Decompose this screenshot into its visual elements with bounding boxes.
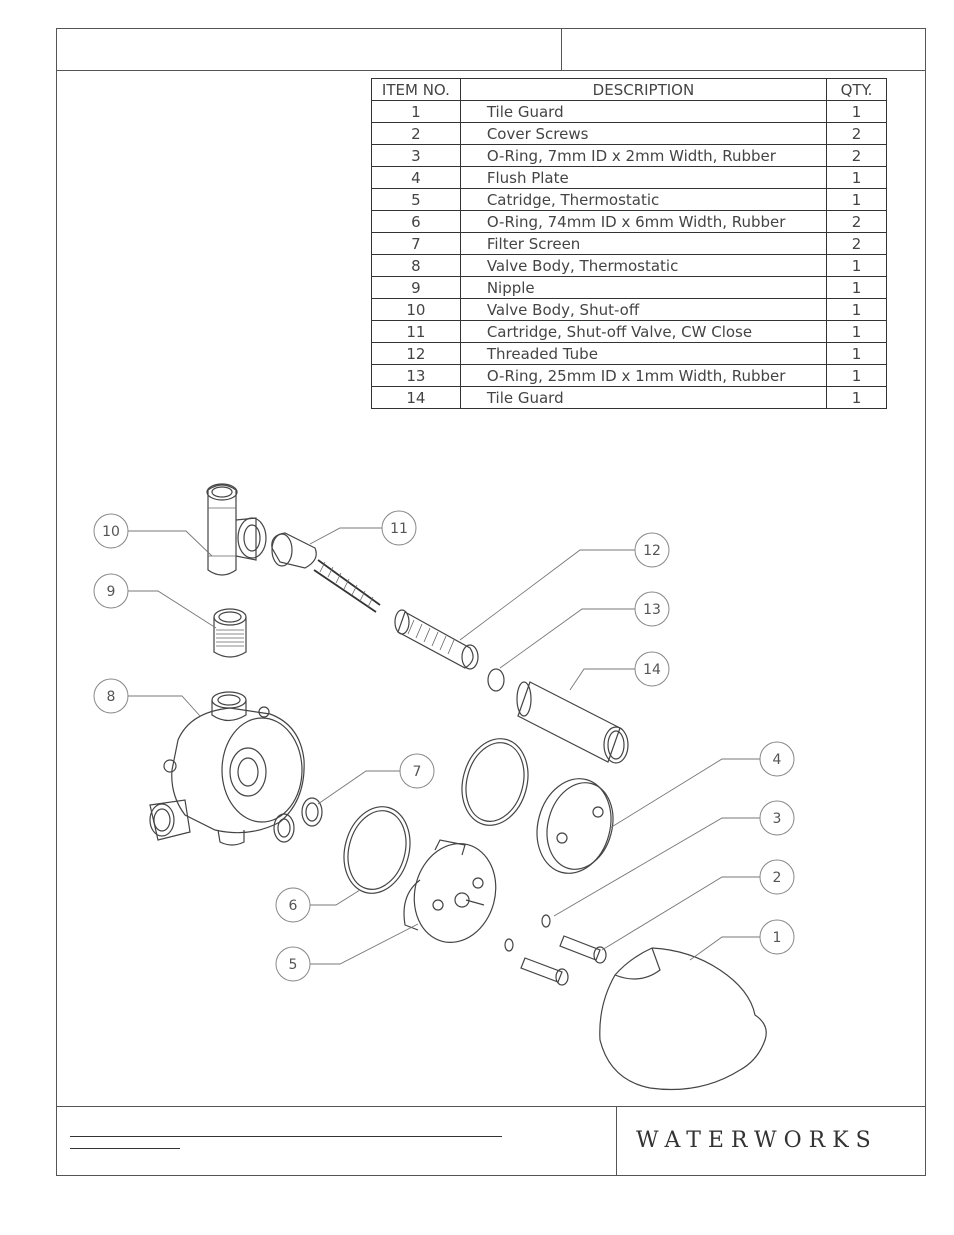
callout-8: 8 [93,678,129,714]
valve-body-shutoff-part [206,483,267,576]
header-item-no: ITEM NO. [371,78,461,101]
callout-3: 3 [759,800,795,836]
header-cell-divider [561,28,562,70]
callout-circle [381,510,417,546]
callout-circle [634,651,670,687]
description-cell: Valve Body, Thermostatic [459,254,828,277]
cartridge-thermostatic-part [403,839,497,943]
callout-label: 8 [107,689,116,705]
callout-label: 14 [643,662,661,678]
callout-circle [759,741,795,777]
callout-leaders [128,527,760,965]
item-no-cell: 13 [371,364,461,387]
description-cell: O-Ring, 25mm ID x 1mm Width, Rubber [459,364,828,387]
description-cell: O-Ring, 74mm ID x 6mm Width, Rubber [459,210,828,233]
filter-screen-part [273,797,323,843]
callout-1: 1 [759,919,795,955]
nipple-part [213,608,247,658]
callout-label: 13 [643,602,661,618]
callout-2: 2 [759,859,795,895]
callout-13: 13 [634,591,670,627]
callout-label: 1 [773,930,782,946]
item-no-cell: 11 [371,320,461,343]
callout-circle [93,513,129,549]
callout-label: 4 [773,752,782,768]
threaded-tube-part [394,609,479,670]
brand-logo: WATERWORKS [636,1128,878,1153]
footer-divider-line [56,1106,926,1107]
callout-label: 7 [413,764,422,780]
callout-label: 11 [390,521,408,537]
callout-circle [93,678,129,714]
callout-circle [275,887,311,923]
qty-cell: 1 [826,386,887,409]
valve-body-thermostatic-part [149,691,305,846]
callout-label: 3 [773,811,782,827]
footer-cell-divider [616,1106,617,1176]
callout-circle [634,532,670,568]
callout-11: 11 [381,510,417,546]
callout-12: 12 [634,532,670,568]
description-cell: Filter Screen [459,232,828,255]
signature-line-short [70,1148,180,1149]
callout-10: 10 [93,513,129,549]
description-cell: Catridge, Thermostatic [459,188,828,211]
callout-label: 9 [107,584,116,600]
callout-14: 14 [634,651,670,687]
description-cell: Cover Screws [459,122,828,145]
cover-screw-part [520,935,607,986]
callout-label: 6 [289,898,298,914]
callout-circle [759,919,795,955]
tile-guard-cover-part [599,947,767,1091]
callout-circle [634,591,670,627]
header-divider-line [56,70,926,71]
callout-circle [275,946,311,982]
drawing-frame [56,28,926,1176]
tile-guard-tube-part [516,681,629,764]
signature-line [70,1136,502,1137]
callout-circle [93,573,129,609]
callout-circle [759,859,795,895]
oring-screw-part [504,914,551,952]
cartridge-shutoff-part [271,532,381,613]
qty-cell: 1 [826,100,887,123]
description-cell: O-Ring, 7mm ID x 2mm Width, Rubber [459,144,828,167]
callout-7: 7 [399,753,435,789]
description-cell: Valve Body, Shut-off [459,298,828,321]
callout-circle [399,753,435,789]
parts-table-header: ITEM NO. DESCRIPTION QTY. [371,78,887,101]
description-cell: Tile Guard [459,386,828,409]
qty-cell: 2 [826,122,887,145]
callout-label: 5 [289,957,298,973]
item-no-cell: 14 [371,386,461,409]
oring-large-part [343,738,529,894]
callout-4: 4 [759,741,795,777]
flush-plate-part [536,778,614,874]
callout-5: 5 [275,946,311,982]
callout-label: 2 [773,870,782,886]
callout-circle [759,800,795,836]
callout-9: 9 [93,573,129,609]
callout-label: 12 [643,543,661,559]
callout-label: 10 [102,524,120,540]
callout-6: 6 [275,887,311,923]
oring-small-part [487,668,505,692]
